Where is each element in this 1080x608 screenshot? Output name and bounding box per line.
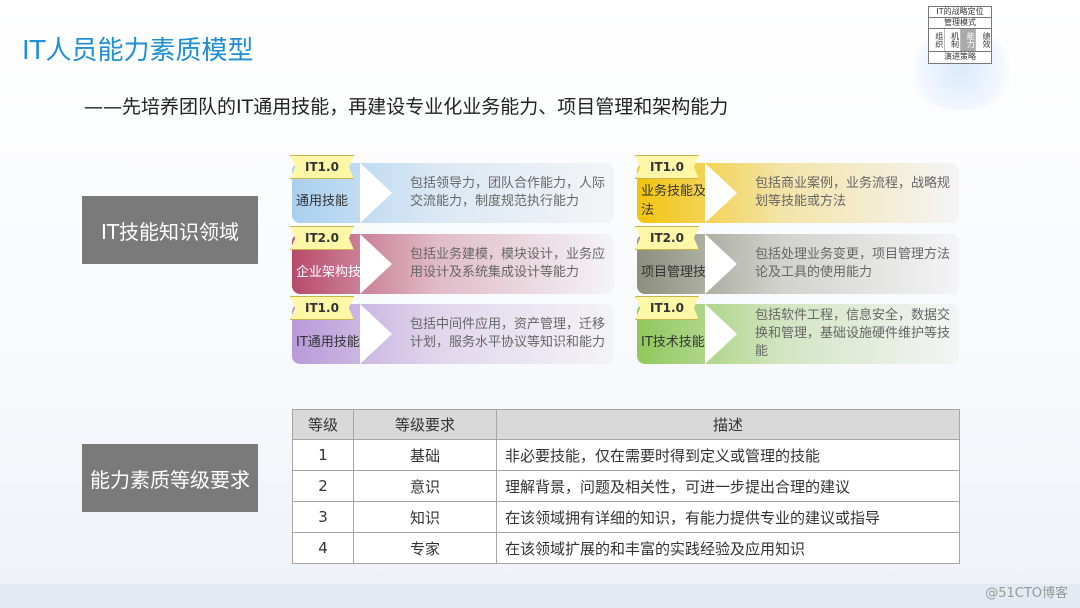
version-tag: IT1.0: [290, 296, 354, 320]
mini-diagram-mode: 管理模式: [929, 18, 991, 29]
table-cell: 3: [292, 501, 354, 533]
table-cell: 知识: [353, 501, 497, 533]
skill-card-description: 包括商业案例，业务流程，战略规划等技能或方法: [755, 176, 951, 209]
version-tag: IT1.0: [635, 155, 699, 179]
skill-card-description: 包括处理业务变更，项目管理方法论及工具的使用能力: [755, 247, 951, 280]
chevron-arrow-icon: [360, 163, 392, 223]
chevron-arrow-icon: [705, 304, 737, 364]
table-cell: 非必要技能，仅在需要时得到定义或管理的技能: [496, 439, 960, 471]
table-header-row: 等级 等级要求 描述: [292, 409, 960, 440]
table-cell: 在该领域拥有详细的知识，有能力提供专业的建议或指导: [496, 501, 960, 533]
table-cell: 意识: [353, 470, 497, 502]
mini-diagram-cell: 机制: [945, 29, 961, 51]
table-header: 描述: [496, 409, 960, 440]
skill-card-label: 通用技能: [296, 193, 349, 209]
table-cell: 2: [292, 470, 354, 502]
chevron-arrow-icon: [705, 163, 737, 223]
skill-card: IT通用技能 包括中间件应用，资产管理，迁移计划，服务水平协议等知识和能力: [292, 304, 614, 364]
table-row: 2 意识 理解背景，问题及相关性，可进一步提出合理的建议: [292, 470, 960, 502]
table-cell: 专家: [353, 532, 497, 564]
mini-diagram-top: IT的战略定位: [929, 7, 991, 18]
watermark: @51CTO博客: [985, 586, 1068, 601]
version-tag: IT2.0: [635, 226, 699, 250]
table-row: 3 知识 在该领域拥有详细的知识，有能力提供专业的建议或指导: [292, 501, 960, 533]
mini-diagram-cell: 组织: [929, 29, 945, 51]
table-cell: 4: [292, 532, 354, 564]
table-header: 等级: [292, 409, 354, 440]
chevron-arrow-icon: [705, 234, 737, 294]
version-tag: IT1.0: [290, 155, 354, 179]
skill-card-label: IT技术技能: [641, 334, 705, 350]
mini-diagram-cell: 绩效: [982, 32, 991, 48]
skill-card-label: 企业架构技能: [296, 264, 375, 280]
table-cell: 理解背景，问题及相关性，可进一步提出合理的建议: [496, 470, 960, 502]
section-label-levels: 能力素质等级要求: [82, 444, 258, 512]
skill-card: IT技术技能 包括软件工程，信息安全，数据交换和管理，基础设施硬件维护等技能: [637, 304, 959, 364]
version-tag: IT1.0: [635, 296, 699, 320]
table-row: 4 专家 在该领域扩展的和丰富的实践经验及应用知识: [292, 532, 960, 564]
version-tag: IT2.0: [290, 226, 354, 250]
skill-card-label: 业务技能及方法: [641, 184, 720, 218]
table-cell: 基础: [353, 439, 497, 471]
skill-card-description: 包括业务建模，模块设计，业务应用设计及系统集成设计等能力: [410, 247, 606, 280]
page-subtitle: ——先培养团队的IT通用技能，再建设专业化业务能力、项目管理和架构能力: [84, 96, 729, 118]
mini-diagram-cells: 组织 机制 能力 绩效: [929, 29, 991, 52]
page-title: IT人员能力素质模型: [22, 36, 254, 66]
skill-card-label: IT通用技能: [296, 334, 360, 350]
table-cell: 在该领域扩展的和丰富的实践经验及应用知识: [496, 532, 960, 564]
chevron-arrow-icon: [360, 234, 392, 294]
section-label-skills: IT技能知识领域: [82, 196, 258, 264]
table-cell: 1: [292, 439, 354, 471]
level-table: 等级 等级要求 描述 1 基础 非必要技能，仅在需要时得到定义或管理的技能 2 …: [292, 409, 960, 564]
bottom-bar: [0, 584, 1080, 608]
skill-card-description: 包括软件工程，信息安全，数据交换和管理，基础设施硬件维护等技能: [755, 308, 951, 359]
skill-card-description: 包括中间件应用，资产管理，迁移计划，服务水平协议等知识和能力: [410, 317, 606, 350]
strategy-mini-diagram: IT的战略定位 管理模式 组织 机制 能力 绩效 演进策略: [928, 6, 992, 64]
skill-card-description: 包括领导力，团队合作能力，人际交流能力，制度规范执行能力: [410, 176, 606, 209]
mini-diagram-bottom: 演进策略: [944, 52, 976, 61]
skill-card-label: 项目管理技能: [641, 264, 720, 280]
mini-diagram-cell-highlight: 能力: [960, 29, 977, 51]
table-header: 等级要求: [353, 409, 497, 440]
table-row: 1 基础 非必要技能，仅在需要时得到定义或管理的技能: [292, 439, 960, 471]
chevron-arrow-icon: [360, 304, 392, 364]
